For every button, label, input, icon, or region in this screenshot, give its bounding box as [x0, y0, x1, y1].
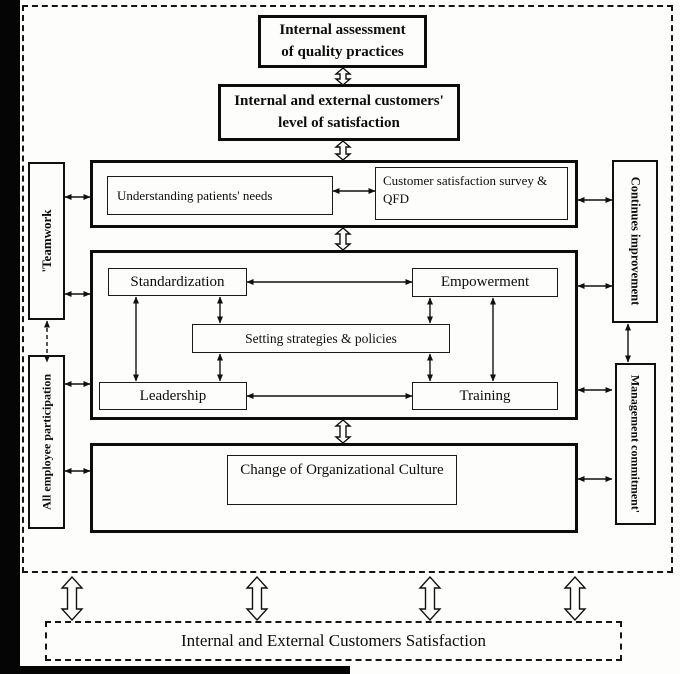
box-org-culture: Change of Organizational Culture: [227, 455, 457, 505]
box-standardization-label: Standardization: [130, 273, 225, 290]
outer-dashed-frame: [22, 5, 673, 573]
box-customers-level-label: Internal and external customers' level o…: [234, 92, 444, 131]
box-empowerment-label: Empowerment: [440, 274, 530, 290]
box-training: Training: [412, 382, 558, 410]
box-management-commitment-label: Management commitment': [628, 375, 643, 513]
box-teamwork: [28, 162, 65, 320]
box-continues-improvement: [612, 160, 658, 323]
box-bottom-satisfaction: Internal and External Customers Satisfac…: [45, 621, 622, 661]
box-bottom-satisfaction-label: Internal and External Customers Satisfac…: [181, 631, 486, 650]
box-internal-assessment-label: Internal assessment of quality practices: [279, 21, 406, 60]
box-satisfaction-survey: Customer satisfaction survey & QFD: [375, 167, 568, 220]
box-empowerment: Empowerment: [412, 268, 558, 297]
box-leadership-label: Leadership: [139, 387, 207, 404]
hollow-double-arrow-bottom-3: [418, 575, 442, 622]
box-continues-improvement-label: Continues improvement: [628, 177, 643, 306]
box-understanding-needs-label: Understanding patients' needs: [117, 187, 273, 203]
box-internal-assessment: Internal assessment of quality practices: [258, 15, 427, 68]
box-all-employee-participation-label: All employee participation: [40, 374, 55, 510]
scan-left-bar: [0, 0, 20, 674]
box-teamwork-label: 'Teamwork: [39, 209, 55, 272]
box-org-culture-label: Change of Organizational Culture: [240, 462, 444, 478]
hollow-double-arrow-bottom-1: [60, 575, 84, 622]
box-setting-strategies: Setting strategies & policies: [192, 324, 450, 353]
box-management-commitment: [615, 363, 656, 525]
continues-improvement-text: Continues improvement: [628, 176, 643, 306]
management-commitment-text: Management commitment': [628, 374, 643, 514]
box-customers-level: Internal and external customers' level o…: [218, 84, 460, 141]
hollow-double-arrow-bottom-4: [563, 575, 587, 622]
box-satisfaction-survey-label: Customer satisfaction survey & QFD: [383, 173, 548, 207]
teamwork-text: 'Teamwork: [39, 209, 54, 273]
box-leadership: Leadership: [99, 382, 247, 410]
all-employee-participation-text: All employee participation: [39, 374, 54, 510]
box-standardization: Standardization: [108, 268, 247, 296]
box-training-label: Training: [459, 387, 511, 404]
box-understanding-needs: Understanding patients' needs: [107, 176, 333, 215]
box-setting-strategies-label: Setting strategies & policies: [245, 330, 397, 346]
hollow-double-arrow-bottom-2: [245, 575, 269, 622]
scan-bottom-bar: [0, 666, 350, 674]
